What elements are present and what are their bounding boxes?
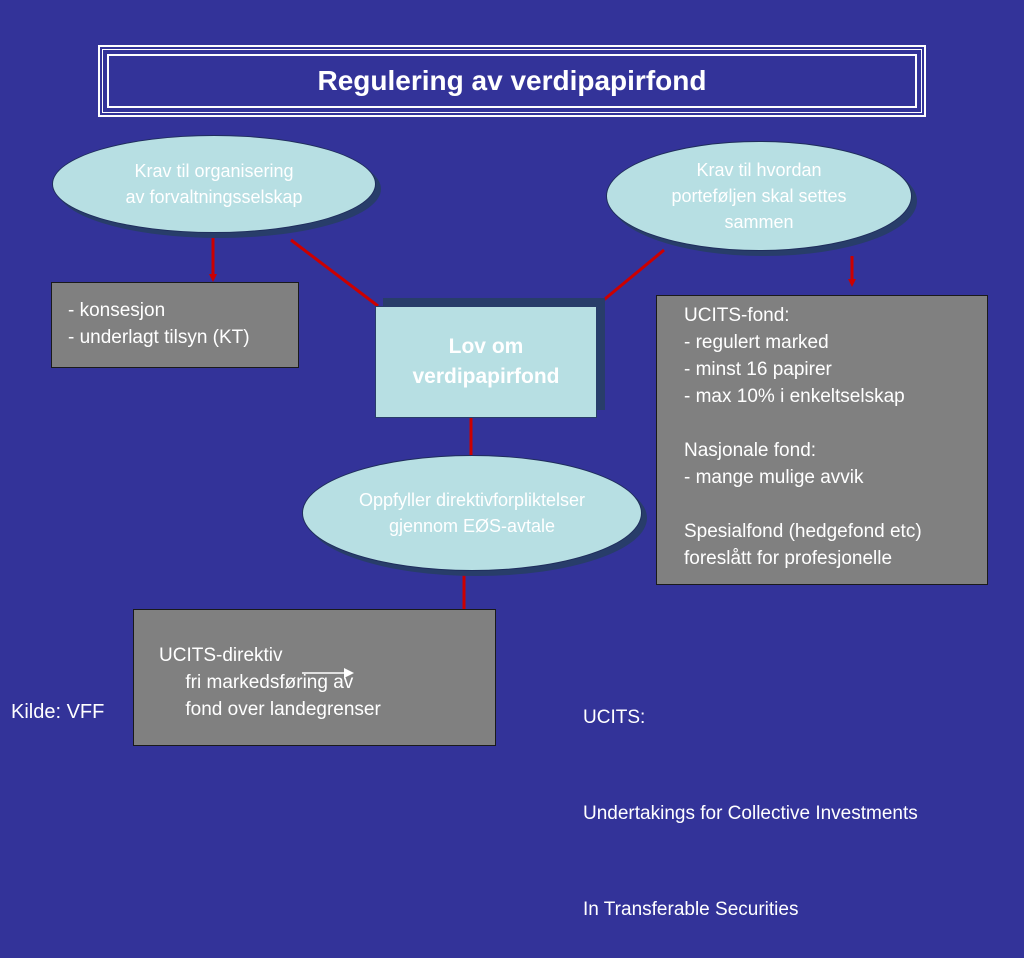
title-frame-middle bbox=[102, 49, 922, 113]
ellipse-org-requirements: Krav til organisering av forvaltningssel… bbox=[52, 135, 376, 233]
ucits-note-line-3: In Transferable Securities bbox=[583, 899, 799, 920]
box-fund-line-8 bbox=[684, 491, 987, 518]
box-fund-line-7: - mange mulige avvik bbox=[684, 467, 864, 488]
ellipse-org-line-2: av forvaltningsselskap bbox=[125, 187, 303, 207]
line-portfolio-to-center bbox=[599, 248, 665, 305]
box-ucits-directive: UCITS-direktiv fri markedsføring av fond… bbox=[133, 609, 496, 746]
center-law-box: Lov om verdipapirfond bbox=[375, 306, 597, 418]
box-directive-line-3: fond over landegrenser bbox=[159, 699, 381, 720]
small-arrow-icon bbox=[302, 668, 354, 678]
box-fund-line-1: UCITS-fond: bbox=[684, 305, 790, 326]
center-line-2: verdipapirfond bbox=[412, 365, 560, 388]
ellipse-directive-obligations: Oppfyller direktivforpliktelser gjennom … bbox=[302, 455, 642, 571]
ellipse-portfolio-requirements: Krav til hvordan porteføljen skal settes… bbox=[606, 141, 912, 251]
box-license-line-2: - underlagt tilsyn (KT) bbox=[68, 327, 250, 348]
box-directive-line-1: UCITS-direktiv bbox=[159, 645, 283, 666]
box-directive-line-2: fri markedsføring av bbox=[159, 672, 354, 693]
connector-layer bbox=[209, 238, 856, 618]
box-fund-line-10: foreslått for profesjonelle bbox=[684, 548, 893, 569]
box-fund-line-6: Nasjonale fond: bbox=[684, 440, 817, 461]
box-fund-line-5 bbox=[684, 410, 987, 437]
box-fund-line-4: - max 10% i enkeltselskap bbox=[684, 386, 905, 407]
ucits-definition-note: UCITS: Undertakings for Collective Inves… bbox=[583, 638, 918, 958]
center-line-1: Lov om bbox=[448, 335, 524, 358]
box-ucits-fund: UCITS-fond: - regulert marked - minst 16… bbox=[656, 295, 988, 585]
box-fund-line-2: - regulert marked bbox=[684, 332, 829, 353]
box-license-line-1: - konsesjon bbox=[68, 300, 166, 321]
box-fund-line-9: Spesialfond (hedgefond etc) bbox=[684, 521, 922, 542]
ellipse-org-line-1: Krav til organisering bbox=[134, 161, 294, 181]
line-org-to-center bbox=[290, 238, 379, 308]
ellipse-portfolio-line-2: porteføljen skal settes bbox=[671, 186, 847, 206]
ellipse-directive-line-2: gjennom EØS-avtale bbox=[388, 516, 556, 536]
ucits-note-line-1: UCITS: bbox=[583, 707, 646, 728]
title-frame: Regulering av verdipapirfond bbox=[107, 54, 917, 108]
ucits-note-line-2: Undertakings for Collective Investments bbox=[583, 803, 918, 824]
ellipse-directive-line-1: Oppfyller direktivforpliktelser bbox=[358, 490, 586, 510]
box-fund-line-3: - minst 16 papirer bbox=[684, 359, 832, 380]
box-license-supervision: - konsesjon - underlagt tilsyn (KT) bbox=[51, 282, 299, 368]
ellipse-portfolio-line-1: Krav til hvordan bbox=[696, 160, 822, 180]
page-title: Regulering av verdipapirfond bbox=[317, 65, 707, 96]
title-frame-outer bbox=[98, 45, 926, 117]
ellipse-portfolio-line-3: sammen bbox=[724, 212, 794, 232]
source-label: Kilde: VFF bbox=[11, 701, 105, 723]
